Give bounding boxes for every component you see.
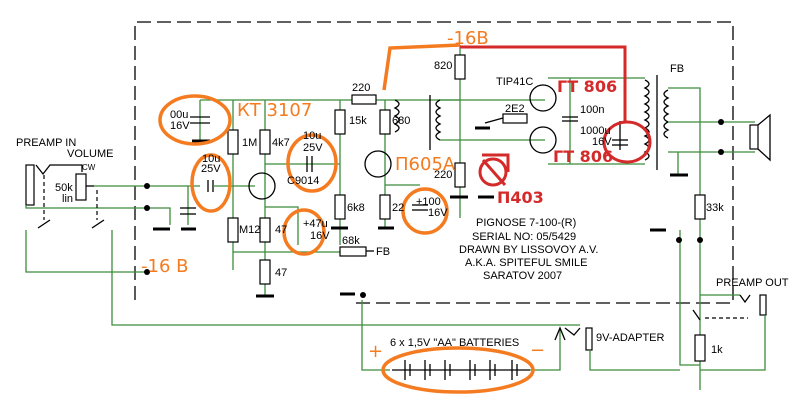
fb-left-label: FB (376, 246, 390, 258)
r-47-emitter-label: 47 (275, 224, 287, 236)
jack-tip-contact (35, 164, 83, 176)
adapter-jack (585, 327, 593, 351)
preamp-out-jack (759, 294, 767, 316)
r-820-label: 820 (434, 60, 452, 72)
r-47-bottom-label: 47 (275, 267, 287, 279)
q2-replacement-note: П605А (395, 154, 456, 175)
title-line-2: SERIAL NO: 05/5429 (472, 231, 576, 243)
c-47-value: +47u (303, 218, 328, 230)
r-220-top-label: 220 (352, 82, 370, 94)
title-line-4: A.K.A. SPITEFUL SMILE (465, 257, 587, 269)
batteries-label: 6 x 1,5V "AA" BATTERIES (390, 337, 519, 349)
q2-transistor (364, 150, 392, 178)
q-out-top-transistor (529, 84, 557, 112)
q1-transistor (248, 172, 276, 200)
c-100-value: +100 (416, 196, 441, 208)
r-68k-label: 68k (342, 235, 360, 247)
wire (111, 230, 580, 326)
q-out-top-replacement-note: ГТ 806 (557, 77, 617, 96)
title-line-3: DRAWN BY LISSOVOY A.V. (459, 244, 598, 256)
r-22-label: 22 (392, 202, 404, 214)
r-4k7-label: 4k7 (272, 137, 290, 149)
wire (25, 205, 171, 225)
c-1000-voltage: 16V (592, 136, 612, 148)
c-in-value: 10u (202, 153, 220, 165)
removed-transistor-cross (478, 157, 508, 187)
r-33k-label: 33k (706, 202, 724, 214)
volume-pot (75, 173, 87, 201)
r-680-label: 680 (392, 115, 410, 127)
r-1m-label: 1M (242, 137, 257, 149)
volume-label: VOLUME (67, 148, 113, 160)
q-out-bottom-replacement-note: ГТ 806 (553, 147, 613, 166)
q-out-bottom-transistor (529, 126, 557, 154)
pot-cw-label: CW (82, 163, 96, 172)
removed-transistor-note: П403 (497, 188, 544, 207)
pot-value: 50k (55, 182, 73, 194)
r-15k-label: 15k (349, 115, 367, 127)
supply-top-note: -16В (447, 28, 489, 49)
driver-transformer-secondary (435, 99, 442, 141)
supply-left-note: -16 В (141, 256, 188, 277)
battery-minus-note: − (530, 340, 545, 361)
preamp-in-label: PREAMP IN (16, 137, 76, 149)
r-1k-label: 1k (711, 344, 723, 356)
speaker (749, 124, 759, 150)
battery-pack (392, 360, 530, 380)
r-m12-label: M12 (239, 224, 260, 236)
fb-right-label: FB (670, 63, 684, 75)
c-in-voltage: 25V (201, 163, 221, 175)
r-220-mid-label: 220 (434, 169, 452, 181)
title-line-1: PIGNOSE 7-100-(R) (476, 217, 576, 229)
c-100-voltage: 16V (428, 207, 448, 219)
r-6k8-label: 6k8 (347, 202, 365, 214)
c-coupling-value: 10u (303, 130, 321, 142)
output-transformer-secondary (663, 89, 670, 139)
wire (25, 230, 147, 273)
r-2e2-label: 2E2 (505, 103, 525, 115)
c-100n-label: 100n (580, 104, 604, 116)
q-out-type-label: TIP41C (496, 76, 533, 88)
c-coupling-voltage: 25V (303, 142, 323, 154)
battery-plus-note: + (368, 341, 383, 362)
pot-taper: lin (62, 193, 73, 205)
title-line-5: SARATOV 2007 (483, 270, 562, 282)
driver-transformer-primary (393, 99, 400, 133)
c-47-voltage: 16V (310, 230, 330, 242)
preamp-out-label: PREAMP OUT (716, 277, 789, 289)
adapter-label: 9V-ADAPTER (596, 332, 665, 344)
c-1000-value: 1000u (580, 125, 611, 137)
c-filter-value: 00u (170, 109, 188, 121)
preamp-in-jack (25, 164, 35, 206)
amp-board-outline (134, 21, 734, 304)
q1-replacement-note: КТ 3107 (237, 100, 312, 121)
q1-type-label: C9014 (287, 175, 319, 187)
c-filter-voltage: 16V (170, 120, 190, 132)
